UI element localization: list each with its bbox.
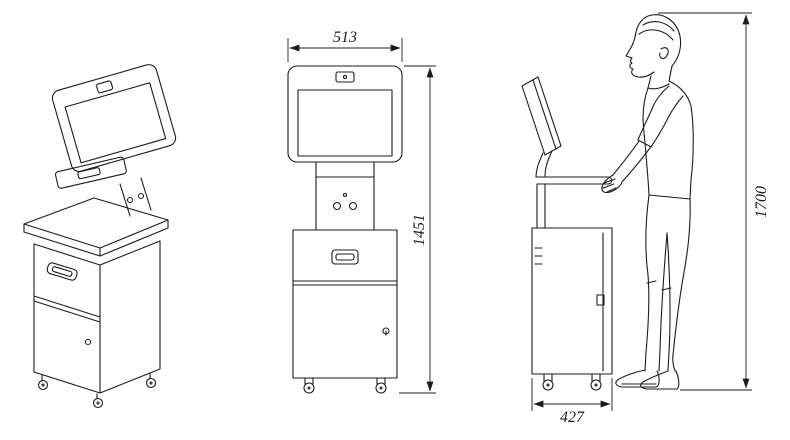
width-dimension-label: 513 — [333, 29, 357, 46]
latch — [596, 294, 605, 306]
vent-lines — [534, 247, 543, 265]
caster-wheel — [590, 373, 602, 391]
screen-isometric — [64, 82, 167, 164]
stand-arm-side — [535, 150, 613, 229]
stand-neck-front — [315, 161, 375, 231]
monitor-side — [521, 76, 562, 156]
front-view — [287, 65, 403, 394]
person-legs — [644, 194, 691, 372]
caster-wheel — [375, 377, 387, 394]
person-height-dimension: 1700 — [658, 12, 770, 391]
fingers — [602, 178, 617, 193]
depth-dimension-label: 427 — [560, 409, 585, 426]
caster-wheel — [542, 373, 554, 391]
webcam-icon — [96, 80, 114, 94]
width-dimension: 513 — [287, 29, 403, 62]
drawer-handle-front — [331, 249, 359, 265]
ear — [659, 47, 669, 60]
depth-dimension: 427 — [531, 378, 613, 426]
lock-keyhole-isometric — [84, 338, 92, 346]
hair-line — [642, 21, 675, 32]
stand-pole-isometric — [119, 177, 152, 217]
drawer-handle-isometric — [46, 262, 78, 281]
caster-wheel — [37, 374, 49, 391]
keyboard-tray — [54, 156, 127, 189]
cabinet-front — [292, 229, 398, 379]
mic-hole-icon — [342, 192, 348, 198]
side-view — [521, 76, 613, 391]
speaker-hole-icon — [332, 201, 342, 211]
person-shoes — [615, 369, 680, 390]
height-dimension: 1451 — [399, 65, 436, 394]
screen-front — [297, 89, 393, 157]
cabinet-isometric — [33, 240, 161, 394]
knee-wrinkles — [646, 280, 672, 291]
caster-wheel — [303, 377, 315, 394]
tabletop-isometric — [23, 197, 169, 257]
person-head — [625, 14, 682, 89]
caster-wheel — [92, 393, 104, 409]
monitor-front — [287, 65, 403, 163]
webcam-icon — [335, 71, 355, 83]
hand — [601, 174, 623, 194]
person-height-dimension-label: 1700 — [753, 186, 770, 218]
webcam-lens-icon — [342, 74, 348, 80]
person-figure — [601, 14, 694, 390]
hair-line — [638, 29, 674, 41]
person-torso — [642, 80, 694, 200]
person-arm — [601, 85, 684, 194]
monitor-isometric — [51, 64, 177, 172]
isometric-view — [23, 64, 177, 409]
caster-wheel — [145, 372, 157, 389]
height-dimension-label: 1451 — [411, 214, 428, 246]
cabinet-side — [531, 227, 613, 375]
speaker-hole-icon — [348, 201, 358, 211]
